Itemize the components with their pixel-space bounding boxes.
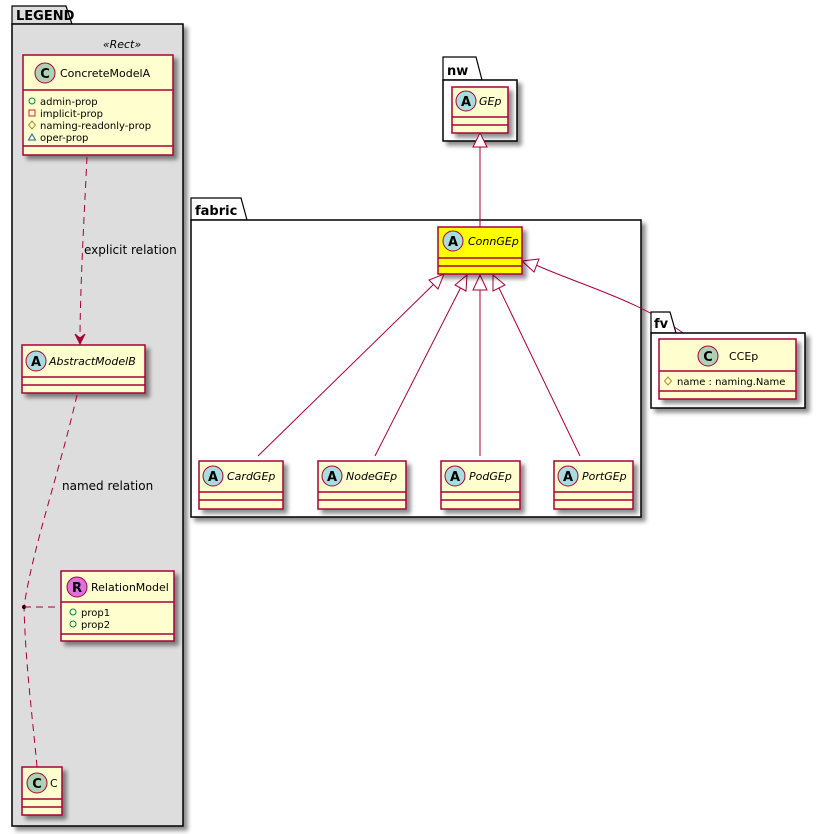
class-name: CardGEp [227, 470, 275, 483]
attribute: prop2 [81, 620, 110, 631]
package-label: fabric [195, 204, 237, 219]
inheritance-arrow-icon [472, 273, 488, 291]
package-visibility-icon [27, 133, 37, 141]
attribute: oper-prop [40, 133, 88, 144]
class-portgep[interactable]: A PortGEp [553, 460, 634, 510]
badge-letter: A [208, 470, 218, 485]
class-gep[interactable]: A GEp [451, 86, 509, 134]
package-label: fv [654, 317, 669, 332]
attribute: naming-readonly-prop [40, 121, 151, 132]
class-name: PortGEp [582, 470, 627, 483]
dashed-line [79, 156, 88, 343]
package-label: LEGEND [16, 9, 75, 24]
class-badge-icon [34, 62, 56, 84]
class-name: ConcreteModelA [60, 67, 151, 80]
badge-letter: A [563, 470, 573, 485]
class-box [22, 54, 174, 156]
class-ccep[interactable]: C CCEp name : naming.Name [658, 338, 797, 400]
private-visibility-icon [28, 109, 36, 117]
inheritance-arrow-icon [472, 131, 488, 148]
public-visibility-icon [69, 608, 77, 616]
protected-visibility-icon [663, 376, 673, 386]
class-badge-icon [697, 345, 719, 367]
package-label: nw [447, 64, 468, 79]
class-concrete-model-a[interactable]: C ConcreteModelA admin-prop implicit-pro… [22, 54, 174, 156]
badge-letter: R [72, 581, 82, 596]
edge-explicit-relation[interactable]: explicit relation [74, 156, 177, 346]
inheritance-arrow-icon [428, 273, 445, 290]
edge-cardgep-to-conngep [257, 281, 437, 457]
abstract-badge-icon [442, 230, 464, 252]
abstract-badge-icon [25, 350, 47, 372]
arrowhead-icon [74, 333, 86, 346]
edge-label: explicit relation [84, 243, 177, 257]
abstract-badge-icon [444, 465, 466, 487]
edge-portgep-to-conngep [498, 287, 581, 457]
class-box [658, 338, 797, 400]
class-name: RelationModel [91, 581, 169, 594]
class-badge-icon [26, 772, 48, 794]
class-name: C [50, 777, 58, 790]
class-abstract-model-b[interactable]: A AbstractModelB [21, 344, 146, 394]
badge-letter: A [448, 235, 458, 250]
class-conngep[interactable]: A ConnGEp [437, 226, 523, 275]
badge-letter: A [31, 355, 41, 370]
badge-letter: C [40, 67, 50, 82]
package-body [11, 23, 184, 827]
class-name: CCEp [729, 350, 758, 363]
inheritance-arrow-icon [454, 273, 468, 292]
class-c[interactable]: C C [21, 766, 63, 816]
abstract-badge-icon [455, 90, 477, 112]
inheritance-arrow-icon [492, 273, 506, 292]
badge-letter: A [450, 470, 460, 485]
class-nodegep[interactable]: A NodeGEp [317, 460, 407, 510]
class-name: GEp [479, 95, 501, 108]
class-podgep[interactable]: A PodGEp [440, 460, 521, 510]
abstract-badge-icon [557, 465, 579, 487]
edge-label: named relation [62, 479, 153, 493]
public-visibility-icon [69, 620, 77, 628]
class-name: AbstractModelB [48, 355, 136, 368]
class-name: ConnGEp [468, 235, 519, 248]
badge-letter: A [327, 470, 337, 485]
class-name: PodGEp [469, 470, 512, 483]
inheritance-arrow-icon [520, 258, 540, 273]
attribute: admin-prop [40, 97, 98, 108]
public-visibility-icon [28, 97, 36, 105]
badge-letter: C [703, 350, 713, 365]
class-name: NodeGEp [346, 470, 397, 483]
package-legend[interactable]: LEGEND «Rect» [11, 5, 184, 827]
class-relation-model[interactable]: R RelationModel prop1 prop2 [60, 570, 175, 642]
attribute: implicit-prop [40, 109, 103, 120]
badge-letter: C [32, 777, 42, 792]
protected-visibility-icon [27, 120, 37, 130]
badge-letter: A [461, 95, 471, 110]
package-stereotype: «Rect» [103, 38, 142, 51]
class-cardgep[interactable]: A CardGEp [198, 460, 284, 510]
relation-badge-icon [66, 576, 88, 598]
attribute: name : naming.Name [677, 377, 785, 388]
abstract-badge-icon [321, 465, 343, 487]
attribute: prop1 [81, 608, 110, 619]
abstract-badge-icon [202, 465, 224, 487]
edge-nodegep-to-conngep [374, 286, 462, 457]
